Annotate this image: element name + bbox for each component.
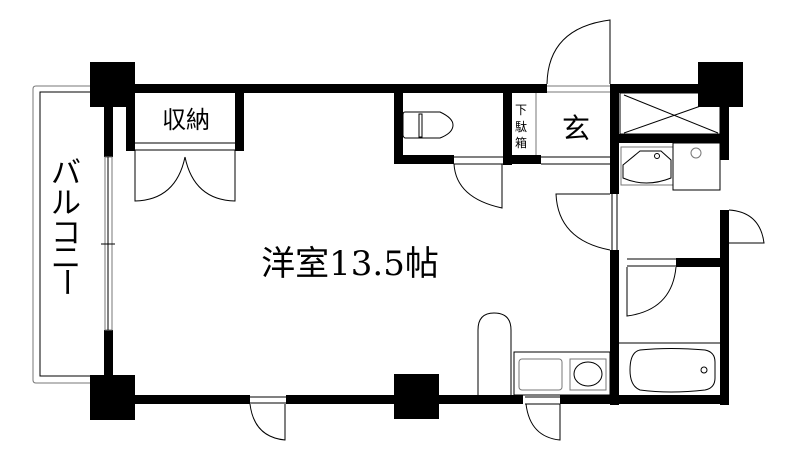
main-room-label: 洋室13.5帖 [261, 244, 439, 284]
storage-x [619, 92, 721, 135]
column-bottom-middle [394, 374, 439, 419]
svg-text:バ: バ [51, 156, 81, 191]
washing-machine-space [672, 142, 721, 191]
stove-icon [569, 358, 607, 391]
bathroom [619, 342, 720, 393]
walls [101, 84, 729, 405]
svg-text:ル: ル [51, 186, 81, 221]
balcony-label: バ ル コ ニ ー [48, 156, 83, 297]
shoe-box-label-3: 箱 [515, 135, 527, 150]
refrigerator-space [477, 312, 512, 396]
door-main-to-wet[interactable] [555, 193, 618, 251]
washroom [620, 142, 765, 317]
storage-closet: 収納 [126, 93, 244, 202]
washbasin-icon [620, 146, 674, 186]
entrance-label: 玄 [562, 112, 590, 145]
shoe-box-label-2: 駄 [515, 119, 527, 134]
balcony [32, 85, 90, 384]
bathtub-icon [629, 348, 716, 393]
toilet-icon [402, 111, 454, 139]
column-bottom-left [90, 375, 135, 420]
kitchen-sink-icon [518, 358, 563, 391]
door-bottom-left[interactable] [249, 396, 286, 441]
entrance: 下 駄 箱 玄 [503, 19, 611, 165]
storage-label: 収納 [162, 106, 210, 134]
svg-text:ニ: ニ [51, 241, 81, 276]
toilet-room [394, 93, 512, 209]
svg-text:コ: コ [51, 216, 81, 251]
svg-text:ー: ー [48, 267, 83, 297]
kitchen [477, 312, 611, 396]
shoe-box-label-1: 下 [515, 103, 527, 117]
door-bottom-kitchen[interactable] [525, 396, 561, 441]
